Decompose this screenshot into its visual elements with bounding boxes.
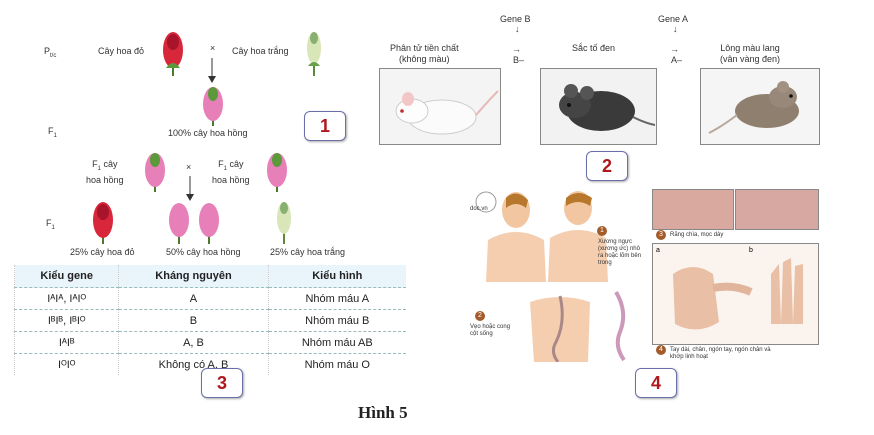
f2-label: F1 (46, 218, 55, 231)
photo-a-label: a (656, 247, 660, 254)
badge-3: 3 (201, 368, 243, 398)
table-row: IᴬIᴬ, IᴬIᴼ A Nhóm máu A (13, 287, 406, 310)
red-flower-icon (93, 202, 113, 244)
right-arrow-icon: → (512, 44, 521, 54)
result-pink: 50% cây hoa hồng (166, 247, 241, 257)
teeth-image-2 (735, 189, 819, 230)
badge-4: 4 (635, 368, 677, 398)
result-white: 25% cây hoa trắng (270, 247, 346, 257)
hands-image: a b (652, 243, 819, 345)
genotype-cell: IᴮIᴮ, IᴮIᴼ (13, 309, 119, 332)
genotype-cell: IᴬIᴮ (13, 331, 119, 354)
chest-illustration (468, 190, 644, 282)
down-arrow-icon (208, 58, 216, 83)
photo-b-label: b (749, 247, 753, 254)
spine-illustration (520, 282, 650, 363)
table-row: IᴬIᴮ A, B Nhóm máu AB (13, 331, 406, 354)
header-phenotype: Kiểu hình (267, 265, 406, 288)
red-flower-icon (163, 32, 183, 76)
figure-caption: Hình 5 (358, 403, 408, 422)
phenotype-cell: Nhóm máu B (267, 309, 406, 332)
agouti-mouse-image (700, 68, 820, 145)
marker-2: 2 (475, 311, 485, 321)
antigen-cell: B (118, 309, 269, 332)
table-header-row: Kiểu gene Kháng nguyên Kiểu hình (13, 265, 406, 288)
precursor-label: Phân tử tiền chất(không màu) (390, 43, 459, 64)
white-flower-icon (307, 32, 321, 76)
pink-flower-icon (199, 203, 219, 244)
header-antigen: Kháng nguyên (118, 265, 269, 288)
blood-type-table: Kiểu gene Kháng nguyên Kiểu hình IᴬIᴬ, I… (13, 265, 406, 375)
teeth-image-1 (652, 189, 734, 230)
pink-flower-icon (145, 153, 165, 192)
white-mouse-image (379, 68, 501, 145)
f1-result: 100% cây hoa hồng (168, 128, 248, 138)
f1-label: F1 (48, 126, 57, 139)
antigen-cell: A, B (118, 331, 269, 354)
label-teeth: Răng chìa, mọc dày (670, 232, 724, 238)
phenotype-cell: Nhóm máu AB (267, 331, 406, 354)
down-arrow-icon (186, 176, 194, 201)
pink-flower-icon (203, 87, 223, 126)
cross-symbol: × (186, 162, 192, 172)
p-label: Pt/c (44, 46, 57, 59)
pink-flower-icon (169, 203, 189, 244)
right-arrow-icon: → (670, 44, 679, 54)
badge-2: 2 (586, 151, 628, 181)
parent-white-label: Cây hoa trắng (232, 46, 289, 56)
result-coat-label: Lông màu lang(vân vàng đen) (720, 43, 781, 64)
down-arrow-icon: ↓ (673, 24, 678, 34)
white-flower-icon (277, 202, 291, 244)
down-arrow-icon: ↓ (515, 24, 520, 34)
phenotype-cell: Nhóm máu O (267, 353, 406, 375)
pigment-label: Sắc tố đen (572, 43, 616, 53)
pink-flower-icon (267, 153, 287, 192)
marker-1: 1 (597, 226, 607, 236)
marker-3: 3 (656, 230, 666, 240)
black-mouse-image (540, 68, 657, 145)
arrow-sub-a: A– (671, 55, 683, 65)
parent-red-label: Cây hoa đỏ (98, 46, 145, 56)
antigen-cell: A (118, 287, 269, 310)
gene-b-label: Gene B (500, 14, 531, 24)
badge-1: 1 (304, 111, 346, 141)
genotype-cell: IᴬIᴬ, IᴬIᴼ (13, 287, 119, 310)
cross-symbol: × (210, 43, 216, 53)
header-genotype: Kiểu gene (13, 265, 119, 288)
table-row: IᴮIᴮ, IᴮIᴼ B Nhóm máu B (13, 309, 406, 332)
result-red: 25% cây hoa đỏ (70, 247, 135, 257)
arrow-sub-b: B– (513, 55, 525, 65)
antigen-cell: Không có A, B (118, 353, 269, 375)
marker-4: 4 (656, 345, 666, 355)
watermark: doc.vn (470, 206, 488, 212)
gene-a-label: Gene A (658, 14, 689, 24)
genotype-cell: IᴼIᴼ (13, 353, 119, 375)
phenotype-cell: Nhóm máu A (267, 287, 406, 310)
